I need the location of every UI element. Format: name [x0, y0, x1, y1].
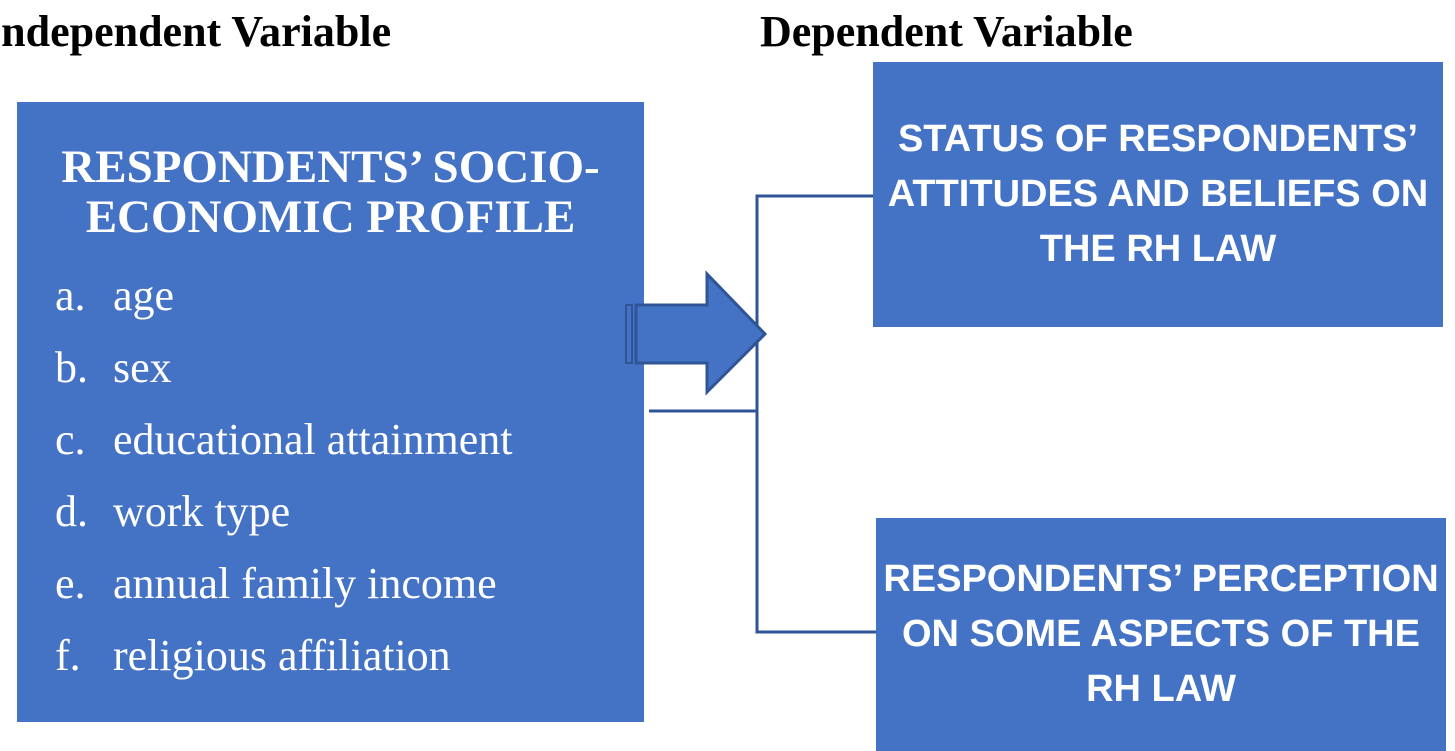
dependent-variable-heading: Dependent Variable	[760, 7, 1133, 56]
list-item: f. religious affiliation	[55, 620, 513, 692]
profile-variable-list: a. age b. sex c. educational attainment d. w…	[55, 260, 513, 692]
list-item-label: sex	[113, 343, 172, 392]
list-item: e. annual family income	[55, 548, 513, 620]
attitudes-beliefs-label: STATUS OF RESPONDENTS’ ATTITUDES AND BEL…	[887, 118, 1429, 270]
list-item-label: age	[113, 271, 175, 320]
perception-aspects-label: RESPONDENTS’ PERCEPTION ON SOME ASPECTS …	[883, 558, 1439, 710]
list-item-label: religious affiliation	[113, 631, 451, 680]
list-marker: b.	[55, 343, 88, 392]
attitudes-beliefs-box: STATUS OF RESPONDENTS’ ATTITUDES AND BEL…	[873, 62, 1443, 327]
list-marker: e.	[55, 559, 86, 608]
arrow-stripe-icon	[625, 304, 633, 364]
list-item-label: annual family income	[113, 559, 497, 608]
list-item-label: educational attainment	[113, 415, 513, 464]
socio-economic-profile-box: RESPONDENTS’ SOCIO-ECONOMIC PROFILE a. ag…	[17, 102, 644, 722]
independent-variable-heading: Independent Variable	[0, 7, 392, 56]
list-marker: d.	[55, 487, 88, 536]
list-item: a. age	[55, 260, 513, 332]
list-item: c. educational attainment	[55, 404, 513, 476]
list-item-label: work type	[113, 487, 291, 536]
elbow-connector	[755, 411, 876, 634]
list-marker: a.	[55, 271, 86, 320]
perception-aspects-box: RESPONDENTS’ PERCEPTION ON SOME ASPECTS …	[876, 518, 1446, 751]
list-item: b. sex	[55, 332, 513, 404]
list-marker: f.	[55, 631, 81, 680]
elbow-connector	[649, 194, 873, 413]
list-marker: c.	[55, 415, 86, 464]
socio-economic-profile-title: RESPONDENTS’ SOCIO-ECONOMIC PROFILE	[61, 141, 600, 243]
right-arrow-icon	[634, 270, 768, 396]
list-item: d. work type	[55, 476, 513, 548]
